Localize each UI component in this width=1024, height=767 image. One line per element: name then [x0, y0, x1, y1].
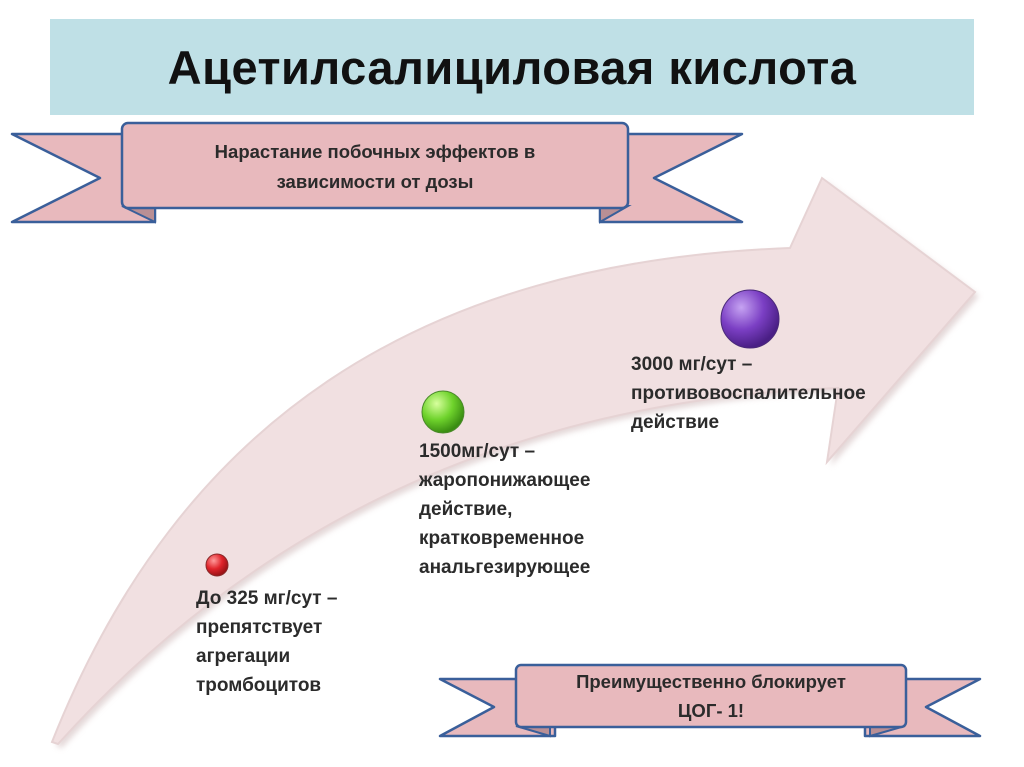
dose-label-line: 3000 мг/сут – — [631, 354, 753, 375]
title-bar: Ацетилсалициловая кислота — [50, 19, 974, 115]
dose-label-line: кратковременное — [419, 528, 585, 549]
dose-label-line: До 325 мг/сут – — [196, 588, 338, 609]
page-title: Ацетилсалициловая кислота — [167, 40, 857, 94]
dose-label-line: 1500мг/сут – — [419, 441, 536, 462]
bottom-banner-text: Преимущественно блокирует ЦОГ- 1! — [520, 667, 902, 725]
dose-label-line: жаропонижающее — [419, 470, 591, 491]
dose-label-line: анальгезирующее — [419, 557, 591, 578]
dose-marker-high — [720, 289, 780, 349]
dose-label-line: препятствует — [196, 617, 323, 638]
top-ribbon-banner — [10, 121, 744, 224]
dose-label-mid: 1500мг/сут – жаропонижающее действие, кр… — [419, 437, 590, 582]
bottom-banner-line: ЦОГ- 1! — [677, 700, 745, 721]
dose-label-line: агрегации — [196, 646, 291, 667]
dose-label-line: противовоспалительное — [631, 383, 866, 404]
dose-marker-low — [205, 553, 229, 577]
bottom-banner-line: Преимущественно блокирует — [576, 671, 846, 692]
dose-label-high: 3000 мг/сут – противовоспалительное дейс… — [631, 350, 866, 437]
dose-marker-mid — [421, 390, 465, 434]
top-banner-text: Нарастание побочных эффектов в зависимос… — [130, 137, 620, 197]
dose-label-line: тромбоцитов — [196, 675, 322, 696]
dose-label-line: действие — [631, 412, 720, 433]
bottom-ribbon-banner — [438, 663, 982, 738]
top-banner-line: Нарастание побочных эффектов в — [214, 141, 536, 162]
top-banner-line: зависимости от дозы — [276, 171, 474, 192]
dose-label-line: действие, — [419, 499, 513, 520]
dose-label-low: До 325 мг/сут – препятствует агрегации т… — [196, 584, 337, 700]
